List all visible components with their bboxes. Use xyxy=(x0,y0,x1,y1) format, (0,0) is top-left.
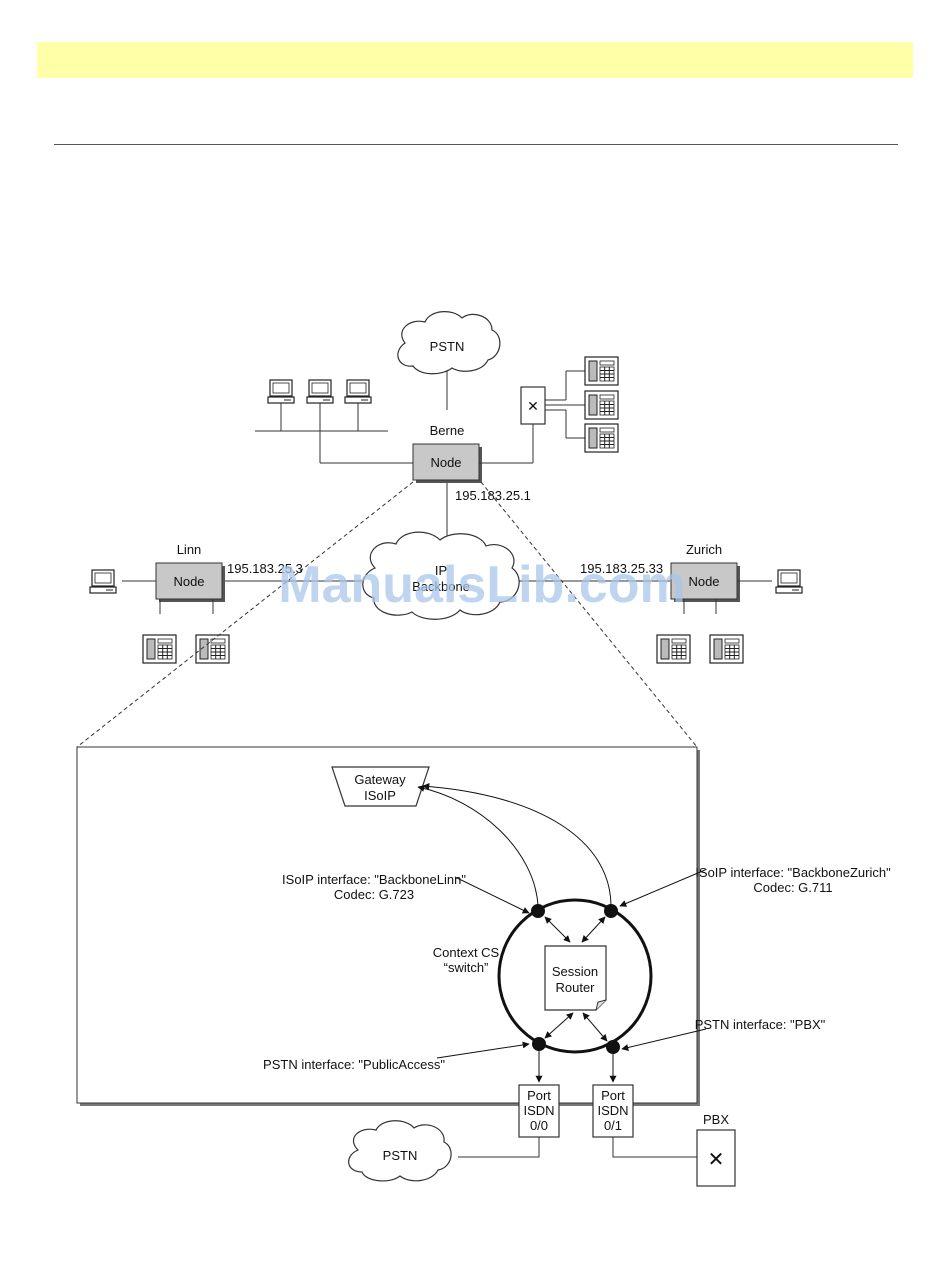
session-line1: Session xyxy=(552,964,598,979)
ip-backbone-line2: Backbone xyxy=(412,579,470,594)
svg-text:ISDN: ISDN xyxy=(597,1103,628,1118)
linn-site: Linn Node 195.183.25.3 xyxy=(89,542,303,664)
isoip-zurich-label1: ISoIP interface: "BackboneZurich" xyxy=(695,865,891,880)
svg-text:Port: Port xyxy=(527,1088,551,1103)
header-banner xyxy=(37,42,913,78)
port-isdn-0-1: Port ISDN 0/1 xyxy=(592,1084,634,1138)
isoip-zurich-label2: Codec: G.711 xyxy=(753,880,832,895)
zurich-site: Zurich Node 195.183.25.33 xyxy=(580,542,803,664)
session-router: Session Router xyxy=(544,945,607,1011)
ip-backbone-cloud: IP Backbone xyxy=(362,531,520,620)
berne-label: Berne xyxy=(430,423,465,438)
zurich-node xyxy=(670,562,738,600)
linn-label: Linn xyxy=(177,542,202,557)
phone-icon xyxy=(584,390,619,420)
zoom-line-left xyxy=(76,481,414,748)
isoip-linn-label1: ISoIP interface: "BackboneLinn" xyxy=(282,872,466,887)
computer-icon xyxy=(89,569,117,594)
phone-icon xyxy=(584,356,619,386)
pstn-top-label: PSTN xyxy=(430,339,465,354)
svg-text:Port: Port xyxy=(601,1088,625,1103)
gateway-line2: ISoIP xyxy=(364,788,396,803)
context-label1: Context CS xyxy=(433,945,500,960)
pstn-cloud-top: PSTN xyxy=(397,311,501,375)
berne-lan xyxy=(255,379,413,464)
zurich-node-label: Node xyxy=(688,574,719,589)
computer-icon xyxy=(306,379,334,404)
pstn-pbx-label: PSTN interface: "PBX" xyxy=(695,1017,826,1032)
header-rule xyxy=(54,144,898,145)
computer-icon xyxy=(344,379,372,404)
isoip-linn-dot xyxy=(531,904,545,918)
zurich-ip: 195.183.25.33 xyxy=(580,561,663,576)
pstn-cloud-bottom: PSTN xyxy=(348,1120,452,1182)
pstn-public-dot xyxy=(532,1037,546,1051)
isoip-zurich-dot xyxy=(604,904,618,918)
context-label2: “switch” xyxy=(444,960,489,975)
ip-backbone-line1: IP xyxy=(435,563,447,578)
pstn-public-label: PSTN interface: "PublicAccess" xyxy=(263,1057,445,1072)
svg-text:ISDN: ISDN xyxy=(523,1103,554,1118)
phone-icon xyxy=(584,423,619,453)
gateway-line1: Gateway xyxy=(354,772,406,787)
zurich-label: Zurich xyxy=(686,542,722,557)
gateway-zurich-arrow xyxy=(422,782,612,906)
computer-icon xyxy=(775,569,803,594)
berne-ip: 195.183.25.1 xyxy=(455,488,531,503)
linn-node-label: Node xyxy=(173,574,204,589)
berne-node-label: Node xyxy=(430,455,461,470)
svg-text:0/0: 0/0 xyxy=(530,1118,548,1133)
pbx-bottom: PBX ✕ xyxy=(696,1112,736,1187)
berne-node xyxy=(412,443,480,481)
svg-text:0/1: 0/1 xyxy=(604,1118,622,1133)
berne-pbx: ✕ xyxy=(479,356,619,464)
zoom-line-right xyxy=(480,481,698,748)
pbx-x-icon: ✕ xyxy=(708,1147,725,1171)
gateway-isoip: Gateway ISoIP xyxy=(331,766,430,807)
watermark: ManualsLib.com xyxy=(278,556,685,614)
isoip-linn-label2: Codec: G.723 xyxy=(334,887,414,902)
computer-icon xyxy=(267,379,295,404)
port-isdn-0-0: Port ISDN 0/0 xyxy=(518,1084,560,1138)
linn-ip: 195.183.25.3 xyxy=(227,561,303,576)
gateway-linn-arrow xyxy=(417,784,539,906)
pbx-x-icon: ✕ xyxy=(527,399,539,415)
phone-icon xyxy=(709,634,744,664)
session-line2: Router xyxy=(555,980,595,995)
phone-icon xyxy=(656,634,691,664)
pstn-bottom-label: PSTN xyxy=(383,1148,418,1163)
phone-icon xyxy=(142,634,177,664)
pbx-label: PBX xyxy=(703,1112,729,1127)
pstn-pbx-dot xyxy=(606,1040,620,1054)
